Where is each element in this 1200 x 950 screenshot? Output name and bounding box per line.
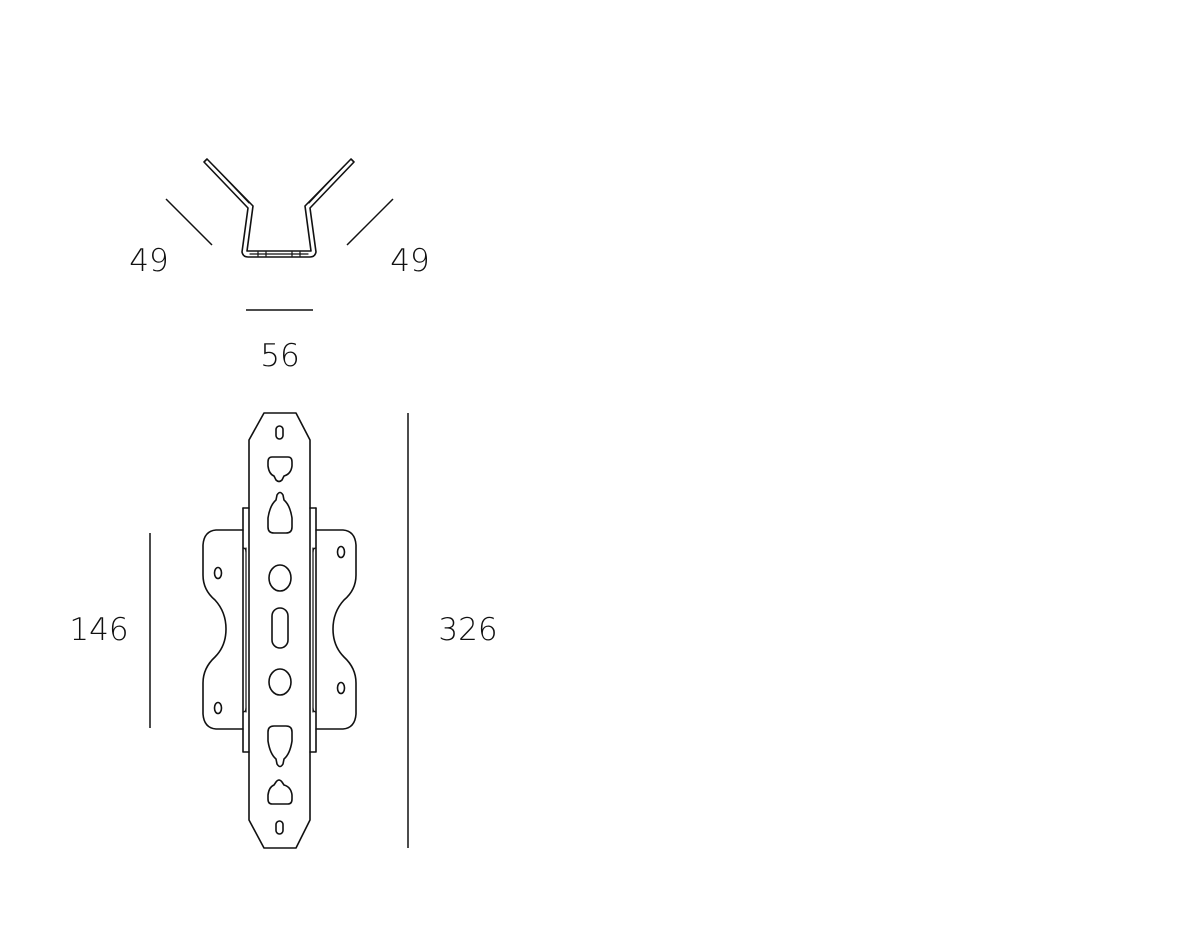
wing-hole bbox=[213, 566, 223, 580]
right-wing-outline bbox=[315, 529, 357, 730]
right-angle-label: 49 bbox=[390, 243, 429, 279]
left-wing-outline bbox=[202, 529, 244, 730]
keyhole-slot bbox=[267, 779, 293, 805]
long-slot bbox=[271, 607, 289, 649]
angle-dimension-line-left bbox=[165, 198, 213, 246]
wing-hole bbox=[213, 701, 223, 715]
oval-hole bbox=[268, 564, 292, 592]
top-view-profile bbox=[203, 158, 355, 258]
keyhole-slot bbox=[267, 491, 293, 534]
left-angle-label: 49 bbox=[129, 243, 168, 279]
front-view-plate bbox=[202, 412, 357, 849]
plate-outline bbox=[248, 412, 311, 849]
wing-hole bbox=[336, 681, 346, 695]
oval-hole bbox=[268, 668, 292, 696]
slot-hole bbox=[275, 425, 284, 440]
angle-dimension-line-right bbox=[346, 198, 394, 246]
slot-hole bbox=[275, 820, 284, 835]
wing-hole bbox=[336, 545, 346, 559]
total-height-label: 326 bbox=[438, 612, 497, 648]
wing-height-label: 146 bbox=[69, 612, 128, 648]
width-label: 56 bbox=[260, 338, 299, 374]
keyhole-slot bbox=[267, 456, 293, 483]
keyhole-slot bbox=[267, 725, 293, 768]
